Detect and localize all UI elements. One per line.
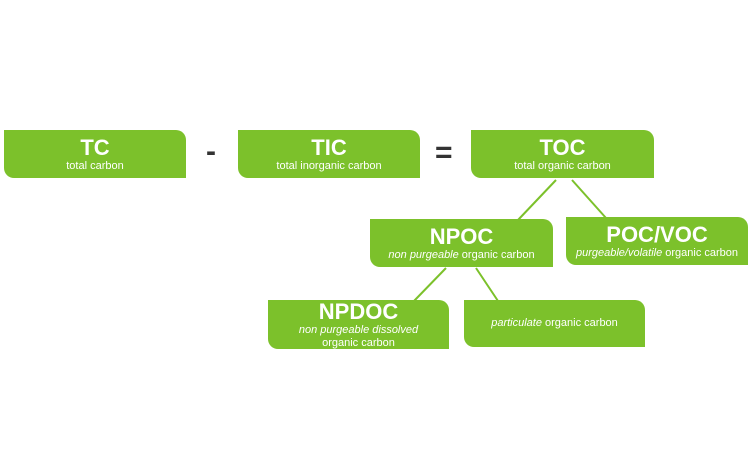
- pocvoc-description-italic: purgeable/volatile: [575, 246, 663, 259]
- npdoc-description-line2: organic carbon: [322, 336, 395, 349]
- tic-description: total inorganic carbon: [276, 159, 382, 172]
- connector-npoc-npdoc: [413, 267, 447, 302]
- pocvoc-description: purgeable/volatile organic carbon: [576, 247, 738, 260]
- tc-abbr: TC: [80, 134, 110, 160]
- npoc-abbr: NPOC: [429, 223, 494, 249]
- toc-abbr: TOC: [539, 134, 586, 160]
- equals-operator: =: [435, 136, 453, 169]
- particulate-box: particulate organic carbon: [464, 300, 645, 347]
- particulate-description: particulate organic carbon: [491, 317, 618, 330]
- pocvoc-box: POC/VOC purgeable/volatile organic carbo…: [566, 217, 748, 265]
- tic-abbr: TIC: [311, 134, 347, 160]
- tc-description: total carbon: [66, 159, 124, 172]
- tc-box: TC total carbon: [4, 130, 186, 178]
- minus-operator: -: [206, 135, 216, 168]
- connector-toc-pocvoc: [571, 179, 607, 219]
- particulate-description-italic: particulate: [491, 317, 542, 329]
- npdoc-description-line1: non purgeable dissolved: [298, 323, 419, 336]
- npoc-box: NPOC non purgeable organic carbon: [370, 219, 553, 267]
- pocvoc-abbr: POC/VOC: [606, 221, 708, 247]
- connector-toc-npoc: [517, 179, 557, 221]
- npdoc-abbr: NPDOC: [318, 298, 399, 324]
- tic-box: TIC total inorganic carbon: [238, 130, 420, 178]
- npdoc-box: NPDOC non purgeable dissolved organic ca…: [268, 298, 449, 349]
- particulate-description-rest: organic carbon: [541, 317, 618, 329]
- npoc-description: non purgeable organic carbon: [388, 249, 534, 262]
- toc-box: TOC total organic carbon: [471, 130, 654, 178]
- npoc-description-rest: organic carbon: [458, 248, 535, 261]
- toc-description: total organic carbon: [514, 159, 611, 172]
- connector-npoc-particulate: [475, 267, 499, 302]
- npoc-description-italic: non purgeable: [388, 248, 459, 261]
- pocvoc-description-rest: organic carbon: [662, 246, 739, 259]
